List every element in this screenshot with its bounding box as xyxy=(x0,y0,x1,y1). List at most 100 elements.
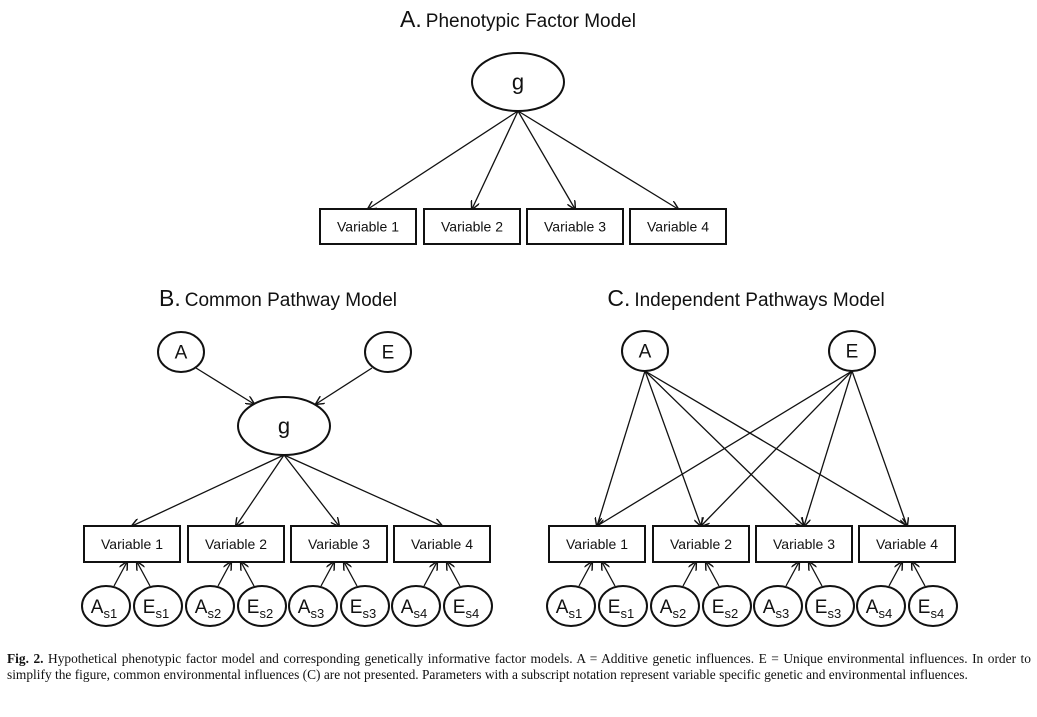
panel-c-variable-4: Variable 4 xyxy=(858,525,956,563)
panel-a-variable-2-label: Variable 2 xyxy=(441,219,503,235)
panel-a-variable-2: Variable 2 xyxy=(423,208,521,245)
panel-b-specific-a-2-label: As2 xyxy=(195,597,221,621)
panel-c-specific-a-4: As4 xyxy=(856,585,906,627)
panel-b-edge-g-to-variable-1 xyxy=(132,454,285,526)
panel-a-title: A.Phenotypic Factor Model xyxy=(400,6,636,32)
panel-c-specific-e-1-subscript: s1 xyxy=(620,606,634,621)
panel-b-edge-g-to-variable-4 xyxy=(283,454,442,526)
panel-c-specific-e-4: Es4 xyxy=(908,585,958,627)
panel-c-edge-specific-a-4 xyxy=(888,562,902,587)
panel-b-specific-e-1-label: Es1 xyxy=(143,597,169,621)
panel-b-specific-a-2-main: A xyxy=(195,597,208,618)
panel-b-variable-4-label: Variable 4 xyxy=(411,536,473,552)
panel-a-variable-3: Variable 3 xyxy=(526,208,624,245)
panel-c-specific-a-2-main: A xyxy=(660,597,673,618)
panel-a-variable-4-label: Variable 4 xyxy=(647,219,709,235)
panel-c-edge-a-to-variable-4 xyxy=(644,370,907,526)
panel-c-specific-a-4-subscript: s4 xyxy=(878,606,892,621)
panel-b-edge-e-to-g xyxy=(316,367,373,404)
panel-c-edge-specific-e-2 xyxy=(706,562,720,587)
panel-b-specific-e-2-subscript: s2 xyxy=(259,606,273,621)
panel-c-title: C.Independent Pathways Model xyxy=(607,285,884,311)
panel-b-edge-g-to-variable-2 xyxy=(236,454,285,526)
panel-c-variable-2: Variable 2 xyxy=(652,525,750,563)
panel-c-a-node-label: A xyxy=(639,341,652,362)
panel-b-edge-a-to-g xyxy=(195,367,254,404)
panel-c-specific-a-2: As2 xyxy=(650,585,700,627)
caption-label: Fig. 2. xyxy=(7,651,44,666)
panel-c-specific-e-1-label: Es1 xyxy=(608,597,634,621)
panel-b-specific-a-3-subscript: s3 xyxy=(310,606,324,621)
panel-c-specific-e-3-label: Es3 xyxy=(815,597,841,621)
panel-c-specific-e-3-main: E xyxy=(815,597,828,618)
panel-c-specific-e-1-main: E xyxy=(608,597,621,618)
panel-b-specific-e-4-subscript: s4 xyxy=(465,606,479,621)
panel-b-specific-e-4-main: E xyxy=(453,597,466,618)
panel-c-variable-3: Variable 3 xyxy=(755,525,853,563)
panel-b-specific-e-3-subscript: s3 xyxy=(362,606,376,621)
panel-b-specific-e-3-main: E xyxy=(350,597,363,618)
panel-c-specific-e-2-label: Es2 xyxy=(712,597,738,621)
panel-c-specific-e-2-subscript: s2 xyxy=(724,606,738,621)
panel-c-edge-specific-a-1 xyxy=(578,562,592,587)
panel-b-specific-a-4: As4 xyxy=(391,585,441,627)
panel-b-specific-a-1-main: A xyxy=(91,597,104,618)
panel-a-variable-1: Variable 1 xyxy=(319,208,417,245)
panel-c-edge-specific-e-4 xyxy=(912,562,926,587)
panel-a-variable-3-label: Variable 3 xyxy=(544,219,606,235)
panel-b-g-node: g xyxy=(237,396,331,456)
panel-a-g-node-label: g xyxy=(512,69,524,94)
panel-b-variable-2: Variable 2 xyxy=(187,525,285,563)
panel-c-specific-e-2-main: E xyxy=(712,597,725,618)
panel-c-edge-a-to-variable-3 xyxy=(644,370,804,526)
panel-b-specific-e-2: Es2 xyxy=(237,585,287,627)
panel-b-specific-a-4-subscript: s4 xyxy=(413,606,427,621)
panel-c-e-node-label: E xyxy=(846,341,859,362)
panel-a-g-node: g xyxy=(471,52,565,112)
panel-b-a-node-label: A xyxy=(175,342,188,363)
panel-b-specific-a-2-subscript: s2 xyxy=(207,606,221,621)
panel-b-variable-2-label: Variable 2 xyxy=(205,536,267,552)
panel-b-edge-specific-a-1 xyxy=(113,562,127,587)
panel-b-edge-specific-a-4 xyxy=(423,562,437,587)
panel-c-edge-specific-a-3 xyxy=(785,562,799,587)
panel-b-edge-specific-e-1 xyxy=(137,562,151,587)
panel-c-specific-a-3-main: A xyxy=(763,597,776,618)
panel-c-edge-specific-e-1 xyxy=(602,562,616,587)
panel-b-specific-a-1: As1 xyxy=(81,585,131,627)
panel-b-specific-a-4-main: A xyxy=(401,597,414,618)
panel-b-specific-e-3-label: Es3 xyxy=(350,597,376,621)
panel-b-specific-e-4: Es4 xyxy=(443,585,493,627)
panel-a-edge-g-to-variable-1 xyxy=(368,110,519,209)
panel-c-specific-e-3-subscript: s3 xyxy=(827,606,841,621)
panel-b-specific-a-3-label: As3 xyxy=(298,597,324,621)
panel-b-a-node: A xyxy=(157,331,205,373)
panel-b-specific-e-2-main: E xyxy=(247,597,260,618)
panel-b-edge-specific-e-2 xyxy=(241,562,255,587)
panel-b-edge-g-to-variable-3 xyxy=(283,454,339,526)
panel-b-variable-4: Variable 4 xyxy=(393,525,491,563)
panel-b-edge-specific-a-2 xyxy=(217,562,231,587)
panel-c-specific-a-1: As1 xyxy=(546,585,596,627)
panel-c-specific-e-4-label: Es4 xyxy=(918,597,944,621)
panel-c-a-node: A xyxy=(621,330,669,372)
panel-c-e-node: E xyxy=(828,330,876,372)
panel-b-variable-1: Variable 1 xyxy=(83,525,181,563)
panel-c-variable-2-label: Variable 2 xyxy=(670,536,732,552)
panel-c-specific-e-4-subscript: s4 xyxy=(930,606,944,621)
panel-c-edge-e-to-variable-3 xyxy=(804,370,853,526)
panel-a-variable-4: Variable 4 xyxy=(629,208,727,245)
panel-c-variable-1: Variable 1 xyxy=(548,525,646,563)
panel-c-specific-a-3-label: As3 xyxy=(763,597,789,621)
panel-c-specific-a-1-main: A xyxy=(556,597,569,618)
panel-b-variable-1-label: Variable 1 xyxy=(101,536,163,552)
panel-c-specific-a-4-label: As4 xyxy=(866,597,892,621)
panel-c-specific-a-1-label: As1 xyxy=(556,597,582,621)
panel-b-specific-a-2: As2 xyxy=(185,585,235,627)
panel-c-specific-e-3: Es3 xyxy=(805,585,855,627)
panel-c-specific-e-4-main: E xyxy=(918,597,931,618)
panel-b-e-node: E xyxy=(364,331,412,373)
panel-b-specific-e-1: Es1 xyxy=(133,585,183,627)
panel-c-specific-a-3: As3 xyxy=(753,585,803,627)
panel-b-edge-specific-e-3 xyxy=(344,562,358,587)
